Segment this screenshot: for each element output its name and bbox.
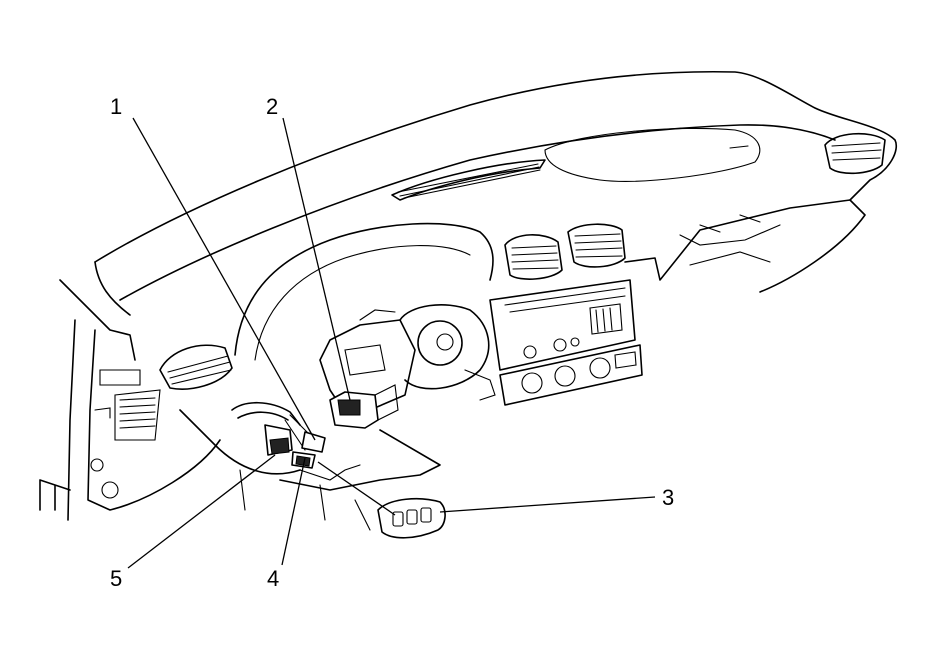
left-side-vent — [159, 344, 233, 390]
right-side-vent — [824, 132, 886, 175]
leader-lines — [127, 117, 656, 569]
switch-assembly — [377, 497, 446, 539]
callout-3: 3 — [662, 485, 675, 510]
cluster-hood — [234, 222, 494, 361]
callout-2: 2 — [266, 94, 279, 119]
center-stack — [489, 279, 643, 406]
leader-line-4 — [281, 457, 306, 566]
center-air-vents — [504, 223, 626, 280]
leader-line-1 — [132, 117, 316, 441]
leader-line-3 — [439, 496, 656, 513]
wiring-harness — [231, 401, 361, 481]
leader-line-5 — [127, 454, 276, 569]
callout-1: 1 — [110, 94, 123, 119]
left-end-panel — [39, 279, 221, 521]
dashboard-top-pad — [94, 70, 897, 316]
callout-5: 5 — [110, 566, 123, 591]
defroster-grille — [391, 159, 546, 201]
knee-bolster — [179, 409, 441, 531]
leader-line-2 — [282, 117, 351, 401]
right-lower-panel — [624, 199, 866, 293]
callout-4: 4 — [267, 566, 280, 591]
column-switch-module — [329, 384, 399, 429]
leader-line-3b — [317, 461, 396, 516]
